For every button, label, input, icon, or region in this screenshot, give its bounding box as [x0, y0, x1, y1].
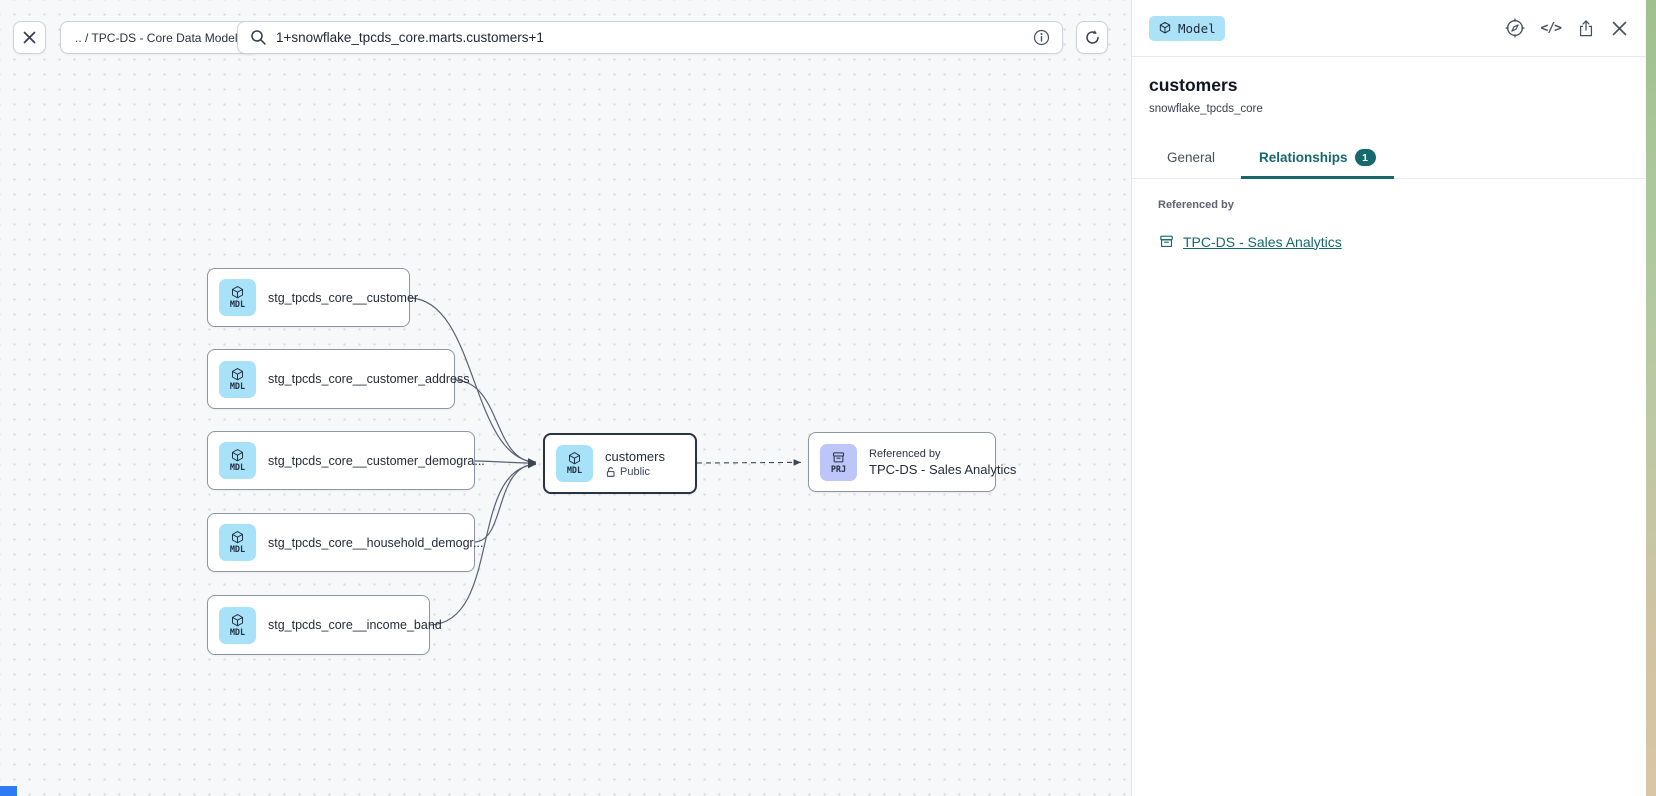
referenced-by-label: Referenced by	[1158, 199, 1234, 211]
share-icon	[1579, 19, 1593, 36]
project-badge: PRJ	[820, 443, 857, 481]
details-panel: Model </> customers snowflake_tpcds_core…	[1131, 0, 1646, 796]
refresh-lineage-button[interactable]	[1076, 21, 1108, 54]
search-icon	[251, 30, 266, 45]
close-lineage-button[interactable]	[13, 21, 46, 54]
cube-icon	[232, 286, 243, 299]
panel-title: customers	[1149, 75, 1238, 95]
model-badge: MDL	[556, 445, 593, 482]
node-customers[interactable]: MDL customers Public	[543, 433, 697, 494]
node-referenced-project[interactable]: PRJ Referenced by TPC-DS - Sales Analyti…	[808, 432, 1016, 492]
unlock-icon	[606, 467, 615, 477]
resource-type-label: Model	[1178, 20, 1216, 36]
cube-icon	[232, 613, 243, 627]
compass-icon	[1505, 18, 1524, 38]
node-label: stg_tpcds_core__income_band	[268, 618, 442, 632]
info-icon[interactable]	[1033, 29, 1050, 46]
resource-code: PRJ	[830, 464, 847, 475]
close-panel-button[interactable]	[1611, 20, 1628, 37]
node-stg-tpcds-core-customer-address[interactable]: MDL stg_tpcds_core__customer_address	[207, 349, 470, 409]
close-icon	[23, 31, 36, 44]
panel-tabs: General Relationships 1	[1132, 139, 1646, 179]
resource-code: MDL	[229, 300, 246, 311]
cube-icon	[232, 367, 243, 381]
node-stg-tpcds-core-household-demographics[interactable]: MDL stg_tpcds_core__household_demogr...	[207, 513, 483, 572]
node-stg-tpcds-core-customer[interactable]: MDL stg_tpcds_core__customer	[207, 268, 418, 327]
resource-code: MDL	[566, 466, 583, 477]
model-badge: MDL	[219, 279, 256, 316]
resource-code: MDL	[229, 463, 246, 474]
tab-label: General	[1167, 150, 1216, 165]
cube-icon	[569, 452, 580, 465]
archive-icon	[833, 452, 844, 463]
model-badge: MDL	[219, 360, 256, 398]
tab-label: Relationships	[1259, 150, 1348, 165]
lineage-canvas[interactable]: .. / TPC-DS - Core Data Models MDL stg_t…	[0, 0, 1131, 796]
reference-row[interactable]: TPC-DS - Sales Analytics	[1158, 233, 1620, 250]
lineage-edges	[409, 297, 802, 626]
share-button[interactable]	[1576, 18, 1596, 39]
node-stg-tpcds-core-income-band[interactable]: MDL stg_tpcds_core__income_band	[207, 595, 442, 655]
node-label: stg_tpcds_core__customer_address	[268, 372, 470, 386]
refresh-icon	[1085, 30, 1099, 44]
panel-subtitle: snowflake_tpcds_core	[1149, 103, 1263, 115]
model-badge: MDL	[219, 524, 256, 561]
node-stg-tpcds-core-customer-demographics[interactable]: MDL stg_tpcds_core__customer_demogra...	[207, 431, 485, 490]
node-label: customers	[605, 449, 665, 464]
lineage-selector-input[interactable]	[276, 30, 1024, 45]
wallpaper-sliver	[1646, 0, 1656, 796]
minimap-viewport	[0, 786, 17, 796]
access-label: Public	[620, 466, 650, 478]
lineage-compass-button[interactable]	[1504, 17, 1526, 39]
tab-relationships[interactable]: Relationships 1	[1241, 139, 1394, 179]
node-label: TPC-DS - Sales Analytics	[869, 461, 1017, 477]
referenced-project-link[interactable]: TPC-DS - Sales Analytics	[1183, 233, 1342, 250]
resource-code: MDL	[229, 545, 246, 556]
resource-type-badge: Model	[1149, 15, 1225, 41]
tab-general[interactable]: General	[1149, 139, 1233, 178]
cube-icon	[232, 531, 243, 544]
archive-icon	[1160, 235, 1173, 248]
breadcrumb-label: .. / TPC-DS - Core Data Models	[75, 30, 244, 45]
node-subtitle: Referenced by	[869, 447, 941, 460]
panel-header: Model </>	[1132, 0, 1646, 57]
node-label: stg_tpcds_core__customer	[268, 290, 419, 305]
lineage-selector-bar[interactable]	[237, 21, 1063, 54]
close-icon	[1612, 21, 1627, 35]
relationships-count-badge: 1	[1354, 149, 1376, 166]
node-label: stg_tpcds_core__household_demogr...	[268, 535, 484, 550]
model-badge: MDL	[219, 442, 256, 479]
breadcrumb[interactable]: .. / TPC-DS - Core Data Models	[60, 21, 259, 54]
view-code-button[interactable]: </>	[1540, 20, 1563, 36]
cube-icon	[1159, 21, 1171, 34]
resource-code: MDL	[229, 381, 246, 392]
resource-code: MDL	[229, 627, 246, 638]
model-badge: MDL	[219, 606, 256, 644]
node-label: stg_tpcds_core__customer_demogra...	[268, 453, 485, 468]
cube-icon	[232, 449, 243, 462]
